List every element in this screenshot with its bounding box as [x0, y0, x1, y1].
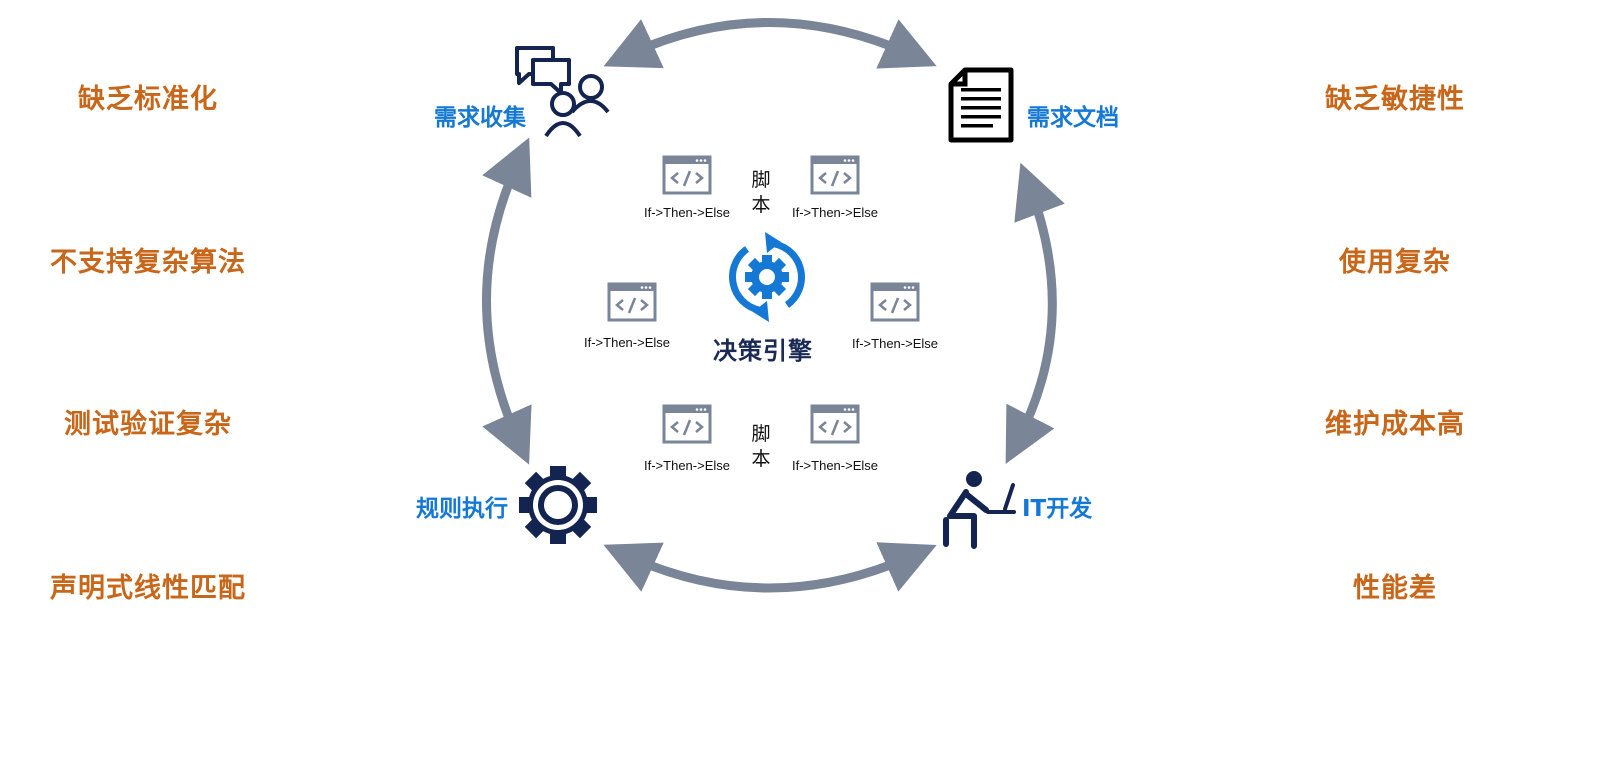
document-icon — [948, 67, 1014, 143]
code-window-icon — [810, 155, 860, 195]
code-window-icon — [607, 282, 657, 322]
right-issue-3: 维护成本高 — [1325, 409, 1465, 440]
code-label: If->Then->Else — [852, 336, 938, 351]
code-label: If->Then->Else — [792, 205, 878, 220]
left-issue-2: 不支持复杂算法 — [50, 247, 246, 278]
code-window-icon — [870, 282, 920, 322]
code-label: If->Then->Else — [792, 458, 878, 473]
code-window-icon — [662, 155, 712, 195]
left-issue-3: 测试验证复杂 — [64, 409, 232, 440]
right-issue-1: 缺乏敏捷性 — [1325, 84, 1465, 115]
code-window-icon — [662, 404, 712, 444]
gear-icon — [519, 466, 597, 544]
developer-at-desk-icon — [943, 471, 1016, 549]
arrow-bottom — [603, 542, 937, 593]
arrow-right — [1005, 162, 1065, 464]
script-label-top: 脚本 — [751, 169, 771, 216]
script-label-bottom: 脚本 — [751, 423, 771, 470]
node-rule-execution-label: 规则执行 — [416, 496, 508, 522]
decision-engine-label: 决策引擎 — [713, 337, 813, 365]
code-window-icon — [810, 404, 860, 444]
node-requirement-collection-label: 需求收集 — [434, 105, 526, 131]
right-issue-4: 性能差 — [1353, 573, 1437, 604]
arrow-left — [482, 137, 532, 465]
node-requirement-document-label: 需求文档 — [1027, 105, 1119, 131]
code-label: If->Then->Else — [644, 205, 730, 220]
code-label: If->Then->Else — [584, 335, 670, 350]
node-it-development-label: IT开发 — [1022, 496, 1093, 522]
chat-people-icon — [515, 46, 610, 138]
code-label: If->Then->Else — [644, 458, 730, 473]
right-issue-2: 使用复杂 — [1339, 247, 1451, 278]
left-issue-4: 声明式线性匹配 — [50, 573, 246, 604]
arrow-top — [603, 18, 937, 69]
left-issue-1: 缺乏标准化 — [78, 84, 218, 115]
gear-refresh-icon — [729, 232, 805, 322]
